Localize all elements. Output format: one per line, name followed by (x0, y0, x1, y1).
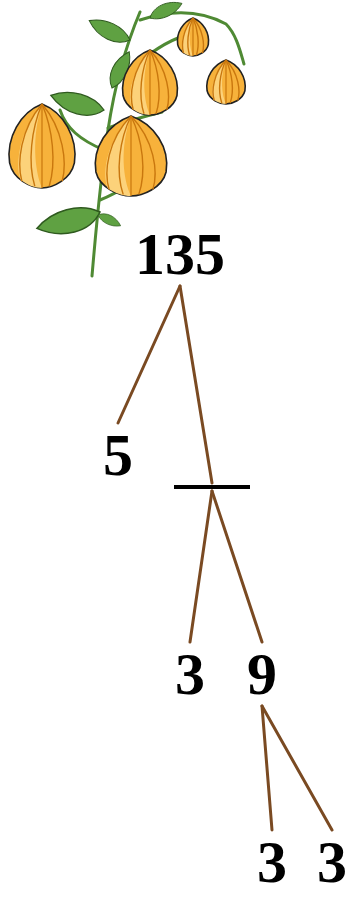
blank-factor (174, 485, 250, 489)
branch-line (118, 286, 180, 423)
factor-label: 3 (257, 832, 287, 892)
factor-label: 3 (175, 644, 205, 704)
branch-line (212, 491, 262, 642)
branch-line (190, 491, 212, 642)
lanterns (9, 18, 245, 196)
factor-number: 5 (103, 425, 133, 485)
factor-label: 5 (103, 425, 133, 485)
factor-label: 135 (135, 224, 225, 284)
branch-line (180, 286, 212, 483)
factor-label: 9 (247, 644, 277, 704)
factor-number: 3 (175, 644, 205, 704)
branch-line (262, 706, 332, 830)
factor-number: 9 (247, 644, 277, 704)
branch-line (262, 706, 272, 830)
factor-label: 3 (317, 832, 347, 892)
factor-number: 135 (135, 224, 225, 284)
factor-number: 3 (317, 832, 347, 892)
factor-number: 3 (257, 832, 287, 892)
